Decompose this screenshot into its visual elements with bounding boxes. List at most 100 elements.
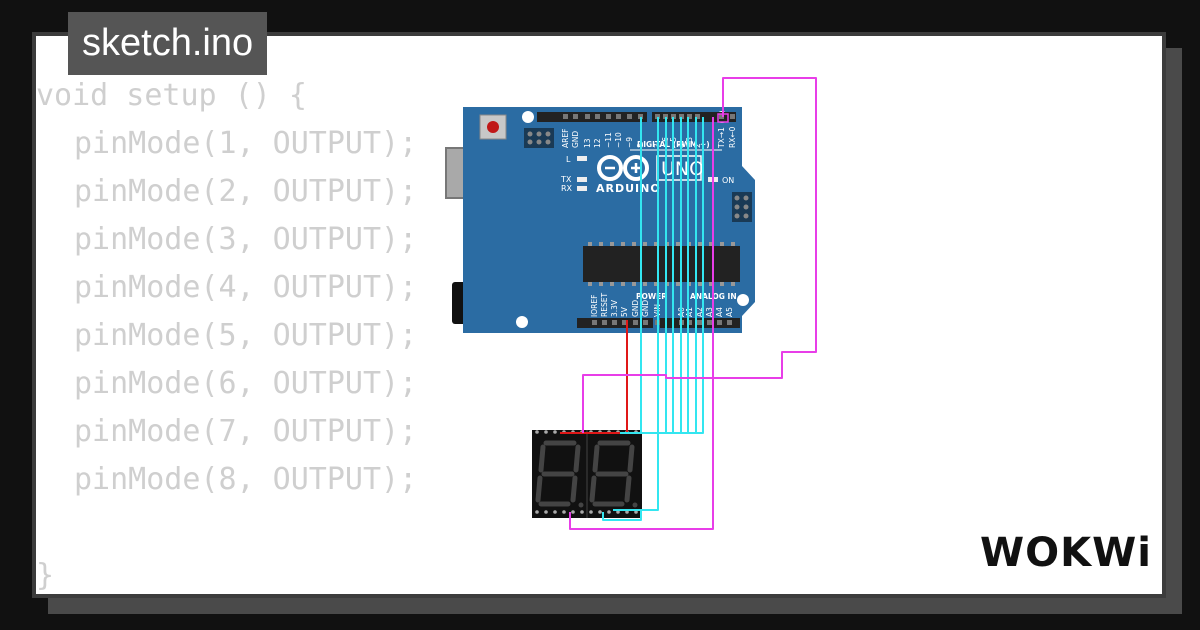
chip-pin (720, 282, 724, 286)
header-pin[interactable] (671, 114, 676, 119)
wire-dp (602, 510, 642, 521)
header-pin[interactable] (695, 114, 700, 119)
chip-pin (698, 242, 702, 246)
display-pin (553, 430, 557, 434)
top-header-right (652, 112, 736, 122)
display-pin (625, 510, 629, 514)
led-rx-label: RX (561, 184, 573, 193)
led-l (577, 156, 587, 161)
bottom-pin-label: A1 (685, 307, 694, 317)
top-pin-label: GND (571, 131, 580, 148)
display-pin (544, 430, 548, 434)
code-block: void setup () { pinMode(1, OUTPUT); pinMod… (36, 72, 417, 600)
top-pin-label: ~9 (625, 137, 634, 148)
display-pin (580, 510, 584, 514)
header-pin[interactable] (679, 114, 684, 119)
wire-digit-select-1 (582, 77, 817, 433)
chip-pin (709, 242, 713, 246)
chip-pin (588, 282, 592, 286)
code-line: pinMode(2, OUTPUT); (74, 174, 418, 209)
top-pin-label: ~10 (614, 132, 623, 148)
code-line: pinMode(4, OUTPUT); (74, 270, 418, 305)
chip-pin (610, 242, 614, 246)
display-pin (562, 510, 566, 514)
display-pin (553, 510, 557, 514)
chip-pin (654, 242, 658, 246)
chip-pin (720, 242, 724, 246)
code-line: pinMode(7, OUTPUT); (74, 414, 418, 449)
header-pin[interactable] (602, 320, 607, 325)
chip-pin (643, 242, 647, 246)
chip-pin (731, 282, 735, 286)
display-pin (589, 510, 593, 514)
header-pin[interactable] (687, 320, 692, 325)
header-pin[interactable] (643, 320, 648, 325)
chip-pin (610, 282, 614, 286)
chip-pin (731, 242, 735, 246)
header-pin[interactable] (633, 320, 638, 325)
header-pin[interactable] (697, 320, 702, 325)
led-tx-label: TX (560, 175, 572, 184)
led-on-label: ON (722, 176, 734, 185)
arduino-logo-icon (597, 155, 649, 181)
bottom-pin-label: A4 (715, 307, 724, 317)
header-pin[interactable] (592, 320, 597, 325)
chip-pin (632, 242, 636, 246)
chip-pin (588, 242, 592, 246)
display-pin (535, 430, 539, 434)
code-line: pinMode(3, OUTPUT); (74, 222, 418, 257)
header-pin[interactable] (573, 114, 578, 119)
pin-highlight (717, 113, 729, 123)
header-pin[interactable] (663, 114, 668, 119)
led-tx (577, 177, 587, 182)
chip-pin (621, 282, 625, 286)
header-pin[interactable] (627, 114, 632, 119)
chip-pin (709, 282, 713, 286)
header-pin[interactable] (655, 114, 660, 119)
chip-pin (599, 242, 603, 246)
wire-pin1 (655, 117, 704, 434)
code-line: pinMode(1, OUTPUT); (74, 126, 418, 161)
top-pin-label: 13 (583, 138, 592, 148)
header-pin[interactable] (687, 114, 692, 119)
code-line: pinMode(8, OUTPUT); (74, 462, 418, 497)
header-pin[interactable] (707, 320, 712, 325)
header-pin[interactable] (612, 320, 617, 325)
bottom-pin-label: IOREF (590, 295, 599, 317)
header-pin[interactable] (719, 114, 724, 119)
display-pin (616, 510, 620, 514)
bottom-pin-label: RESET (600, 293, 609, 317)
header-pin[interactable] (717, 320, 722, 325)
power-label: POWER (636, 292, 667, 301)
header-pin[interactable] (730, 114, 735, 119)
digit-1-segments (535, 440, 581, 507)
mount-hole (522, 111, 534, 123)
mount-hole (737, 294, 749, 306)
top-pin-label: ~3 (685, 137, 694, 148)
bottom-pin-label: 5V (620, 306, 629, 317)
header-pin[interactable] (616, 114, 621, 119)
code-line: void setup () { (36, 78, 307, 113)
header-pin[interactable] (585, 114, 590, 119)
header-pin[interactable] (606, 114, 611, 119)
reset-button-cap[interactable] (487, 121, 499, 133)
led-l-label: L (566, 155, 571, 164)
header-pin[interactable] (638, 114, 643, 119)
top-pin-label: ~11 (604, 132, 613, 148)
header-pin[interactable] (563, 114, 568, 119)
chip-pin (676, 282, 680, 286)
digit-2-dot (632, 502, 638, 508)
header-pin[interactable] (727, 320, 732, 325)
display-pin (544, 510, 548, 514)
bottom-pin-label: GND (631, 300, 640, 317)
chip-pin (599, 282, 603, 286)
bottom-pin-label: 3.3V (610, 299, 619, 317)
code-line: } (36, 558, 55, 593)
header-pin[interactable] (595, 114, 600, 119)
bottom-pin-label: A2 (695, 307, 704, 317)
mount-hole (516, 316, 528, 328)
chip-pin (632, 282, 636, 286)
header-pin[interactable] (622, 320, 627, 325)
wokwi-logo-text: WOKWi (980, 530, 1152, 576)
bottom-pin-label: GND (641, 300, 650, 317)
